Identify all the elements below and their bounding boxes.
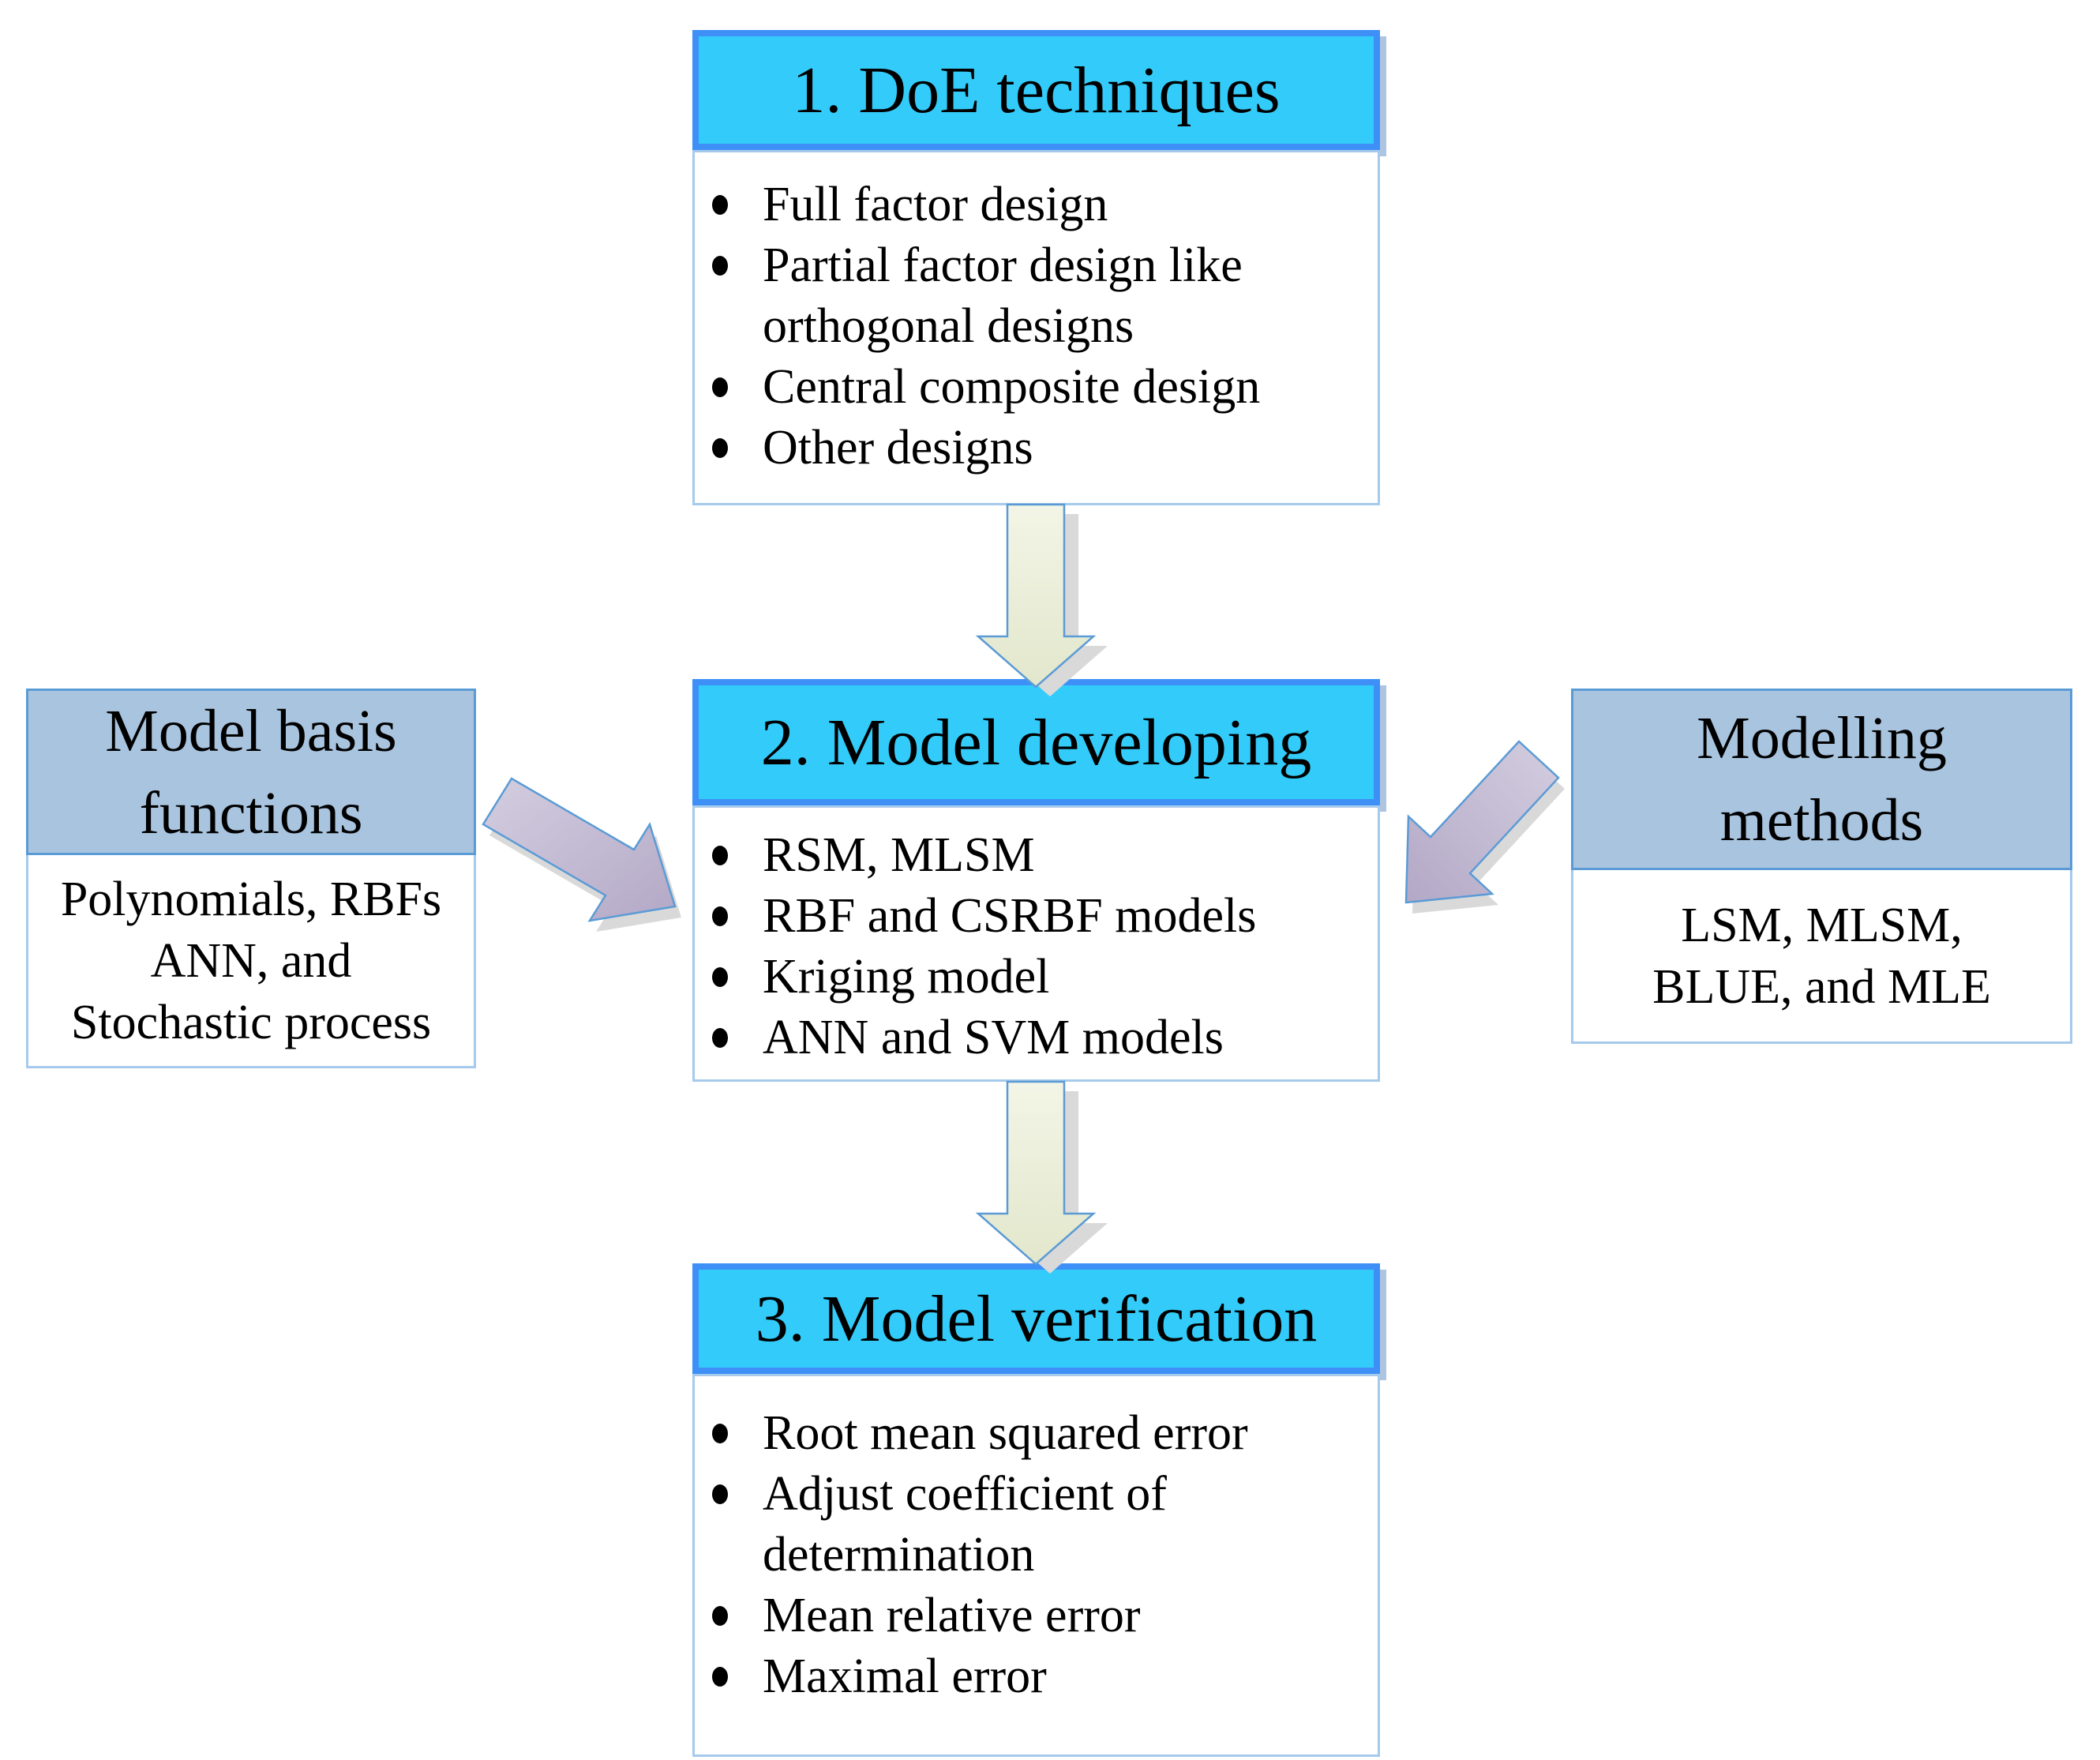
list-item-text: RBF and CSRBF models xyxy=(763,889,1257,943)
panel-title-line: functions xyxy=(139,779,363,846)
list-item-text: Maximal error xyxy=(763,1649,1047,1703)
list-item: Root mean squared error xyxy=(707,1403,1356,1464)
panel-body-modelling-methods: LSM, MLSM, BLUE, and MLE xyxy=(1571,870,2072,1044)
step-body-model-developing: RSM, MLSM RBF and CSRBF models Kriging m… xyxy=(692,805,1380,1082)
list-item-text: Kriging model xyxy=(763,950,1050,1004)
list-item: Partial factor design like orthogonal de… xyxy=(707,235,1356,357)
bullet-icon xyxy=(712,1028,728,1048)
bullet-icon xyxy=(712,195,728,215)
arrow-basis-to-developing-icon xyxy=(482,777,681,932)
list-item: Full factor design xyxy=(707,174,1356,235)
panel-title-line: Model basis xyxy=(105,697,397,764)
doe-techniques-list: Full factor design Partial factor design… xyxy=(695,152,1378,478)
panel-title-line: Modelling xyxy=(1697,705,1947,771)
bullet-icon xyxy=(712,967,728,987)
bullet-icon xyxy=(712,377,728,397)
list-item: Adjust coefficient of determination xyxy=(707,1464,1356,1586)
list-item-text: Partial factor design like orthogonal de… xyxy=(763,238,1243,353)
model-verification-list: Root mean squared error Adjust coefficie… xyxy=(695,1376,1378,1707)
panel-body-line: LSM, MLSM, xyxy=(1681,898,1963,952)
list-item-text: Central composite design xyxy=(763,360,1261,414)
panel-body-line: BLUE, and MLE xyxy=(1652,959,1991,1014)
bullet-icon xyxy=(712,256,728,276)
bullet-icon xyxy=(712,438,728,458)
list-item: Maximal error xyxy=(707,1646,1356,1707)
panel-body-line: Polynomials, RBFs xyxy=(60,872,442,926)
list-item: Other designs xyxy=(707,418,1356,478)
step-body-doe-techniques: Full factor design Partial factor design… xyxy=(692,150,1380,505)
list-item-text: Mean relative error xyxy=(763,1589,1141,1642)
bullet-icon xyxy=(712,1667,728,1687)
step-header-model-verification: 3. Model verification xyxy=(692,1263,1380,1374)
list-item: Mean relative error xyxy=(707,1586,1356,1646)
step-header-model-developing: 2. Model developing xyxy=(692,679,1380,805)
list-item: Kriging model xyxy=(707,947,1356,1008)
panel-header-model-basis-functions: Model basis functions xyxy=(26,689,476,855)
panel-title-line: methods xyxy=(1719,787,1924,854)
step-body-model-verification: Root mean squared error Adjust coefficie… xyxy=(692,1374,1380,1757)
model-developing-list: RSM, MLSM RBF and CSRBF models Kriging m… xyxy=(695,808,1378,1068)
bullet-icon xyxy=(712,906,728,926)
bullet-icon xyxy=(712,1484,728,1504)
step-title: 1. DoE techniques xyxy=(792,53,1281,127)
arrow-methods-to-developing-icon xyxy=(1404,740,1565,914)
step-title: 3. Model verification xyxy=(755,1282,1318,1356)
list-item-text: Other designs xyxy=(763,421,1033,475)
list-item-text: Root mean squared error xyxy=(763,1406,1248,1460)
arrow-doe-to-developing-icon xyxy=(975,503,1108,696)
bullet-icon xyxy=(712,1606,728,1626)
list-item: RSM, MLSM xyxy=(707,825,1356,886)
list-item-text: Adjust coefficient of determination xyxy=(763,1467,1167,1582)
list-item-text: ANN and SVM models xyxy=(763,1011,1224,1064)
list-item-text: Full factor design xyxy=(763,178,1108,231)
bullet-icon xyxy=(712,846,728,865)
list-item-text: RSM, MLSM xyxy=(763,828,1035,882)
panel-body-line: Stochastic process xyxy=(70,995,432,1049)
list-item: Central composite design xyxy=(707,357,1356,418)
arrow-developing-to-verification-icon xyxy=(975,1080,1108,1274)
bullet-icon xyxy=(712,1424,728,1443)
panel-body-line: ANN, and xyxy=(150,933,352,988)
list-item: ANN and SVM models xyxy=(707,1008,1356,1068)
step-title: 2. Model developing xyxy=(760,705,1312,779)
panel-body-model-basis-functions: Polynomials, RBFs ANN, and Stochastic pr… xyxy=(26,855,476,1068)
step-header-doe-techniques: 1. DoE techniques xyxy=(692,30,1380,150)
list-item: RBF and CSRBF models xyxy=(707,886,1356,947)
panel-header-modelling-methods: Modelling methods xyxy=(1571,689,2072,870)
